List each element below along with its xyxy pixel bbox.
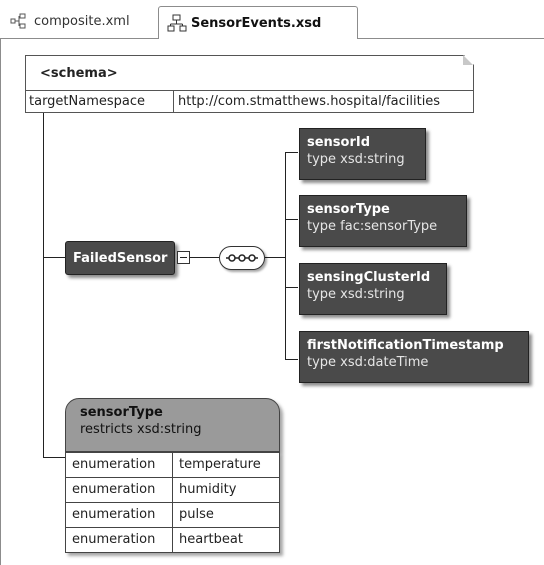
enumeration-key: enumeration <box>65 477 173 503</box>
sequence-to-trunk-line <box>265 257 285 258</box>
composite-icon <box>10 13 30 29</box>
child-line-sensingclusterid <box>285 287 298 288</box>
enumeration-key: enumeration <box>65 452 173 478</box>
page-fold-corner <box>463 55 473 65</box>
enumeration-value: pulse <box>172 502 280 528</box>
schema-node[interactable]: <schema> targetNamespace http://com.stma… <box>25 55 474 113</box>
sequence-trunk-line <box>285 152 286 359</box>
element-type: type xsd:dateTime <box>307 355 429 370</box>
collapse-toggle[interactable] <box>177 251 190 264</box>
schema-trunk-line <box>43 113 44 458</box>
minus-icon <box>180 257 187 258</box>
element-type: type xsd:string <box>307 152 405 167</box>
element-type: type fac:sensorType <box>307 219 438 234</box>
schema-tree-icon <box>167 14 187 32</box>
element-name: sensorId <box>307 135 371 150</box>
simpletype-restriction: restricts xsd:string <box>80 422 202 437</box>
tab-composite-xml[interactable]: composite.xml <box>6 6 156 36</box>
attribute-value: http://com.stmatthews.hospital/facilitie… <box>178 94 441 109</box>
simpletype-name: sensorType <box>80 405 163 420</box>
sensortype-branch-line <box>43 457 65 458</box>
table-row: enumeration pulse <box>65 502 280 528</box>
enumeration-value: heartbeat <box>172 527 280 553</box>
table-row: enumeration heartbeat <box>65 527 280 553</box>
table-row: enumeration humidity <box>65 477 280 503</box>
tab-label: composite.xml <box>34 13 130 29</box>
simpletype-sensortype[interactable]: sensorType restricts xsd:string enumerat… <box>65 398 280 553</box>
element-name: sensorType <box>307 202 390 217</box>
enumeration-value: humidity <box>172 477 280 503</box>
simpletype-header: sensorType restricts xsd:string <box>65 398 280 452</box>
editor-tab-bar: composite.xml SensorEvents.xsd <box>0 0 544 39</box>
schema-attribute-row: targetNamespace http://com.stmatthews.ho… <box>25 90 474 113</box>
element-name: firstNotificationTimestamp <box>307 338 504 353</box>
element-to-collapse-line <box>190 257 219 258</box>
element-type: type xsd:string <box>307 287 405 302</box>
schema-title: <schema> <box>25 55 474 91</box>
child-line-sensortype <box>285 219 298 220</box>
sequence-icon <box>226 254 258 262</box>
table-row: enumeration temperature <box>65 452 280 478</box>
failedsensor-element[interactable]: FailedSensor <box>65 241 175 275</box>
enumeration-key: enumeration <box>65 502 173 528</box>
element-firstnotificationtimestamp[interactable]: firstNotificationTimestamp type xsd:date… <box>299 331 529 383</box>
enumeration-table: enumeration temperature enumeration humi… <box>65 452 280 553</box>
sequence-compositor[interactable] <box>219 246 265 270</box>
element-sensingclusterid[interactable]: sensingClusterId type xsd:string <box>299 263 447 315</box>
element-name: sensingClusterId <box>307 270 431 285</box>
tab-sensorevents-xsd[interactable]: SensorEvents.xsd <box>158 6 358 39</box>
child-line-sensorid <box>285 152 298 153</box>
failedsensor-branch-line <box>43 257 65 258</box>
element-sensorid[interactable]: sensorId type xsd:string <box>299 128 426 180</box>
child-line-firstnotification <box>285 359 298 360</box>
schema-design-canvas[interactable]: <schema> targetNamespace http://com.stma… <box>0 39 544 565</box>
tab-label: SensorEvents.xsd <box>191 15 322 31</box>
enumeration-key: enumeration <box>65 527 173 553</box>
enumeration-value: temperature <box>172 452 280 478</box>
attribute-key: targetNamespace <box>26 91 174 112</box>
element-sensortype[interactable]: sensorType type fac:sensorType <box>299 195 467 247</box>
